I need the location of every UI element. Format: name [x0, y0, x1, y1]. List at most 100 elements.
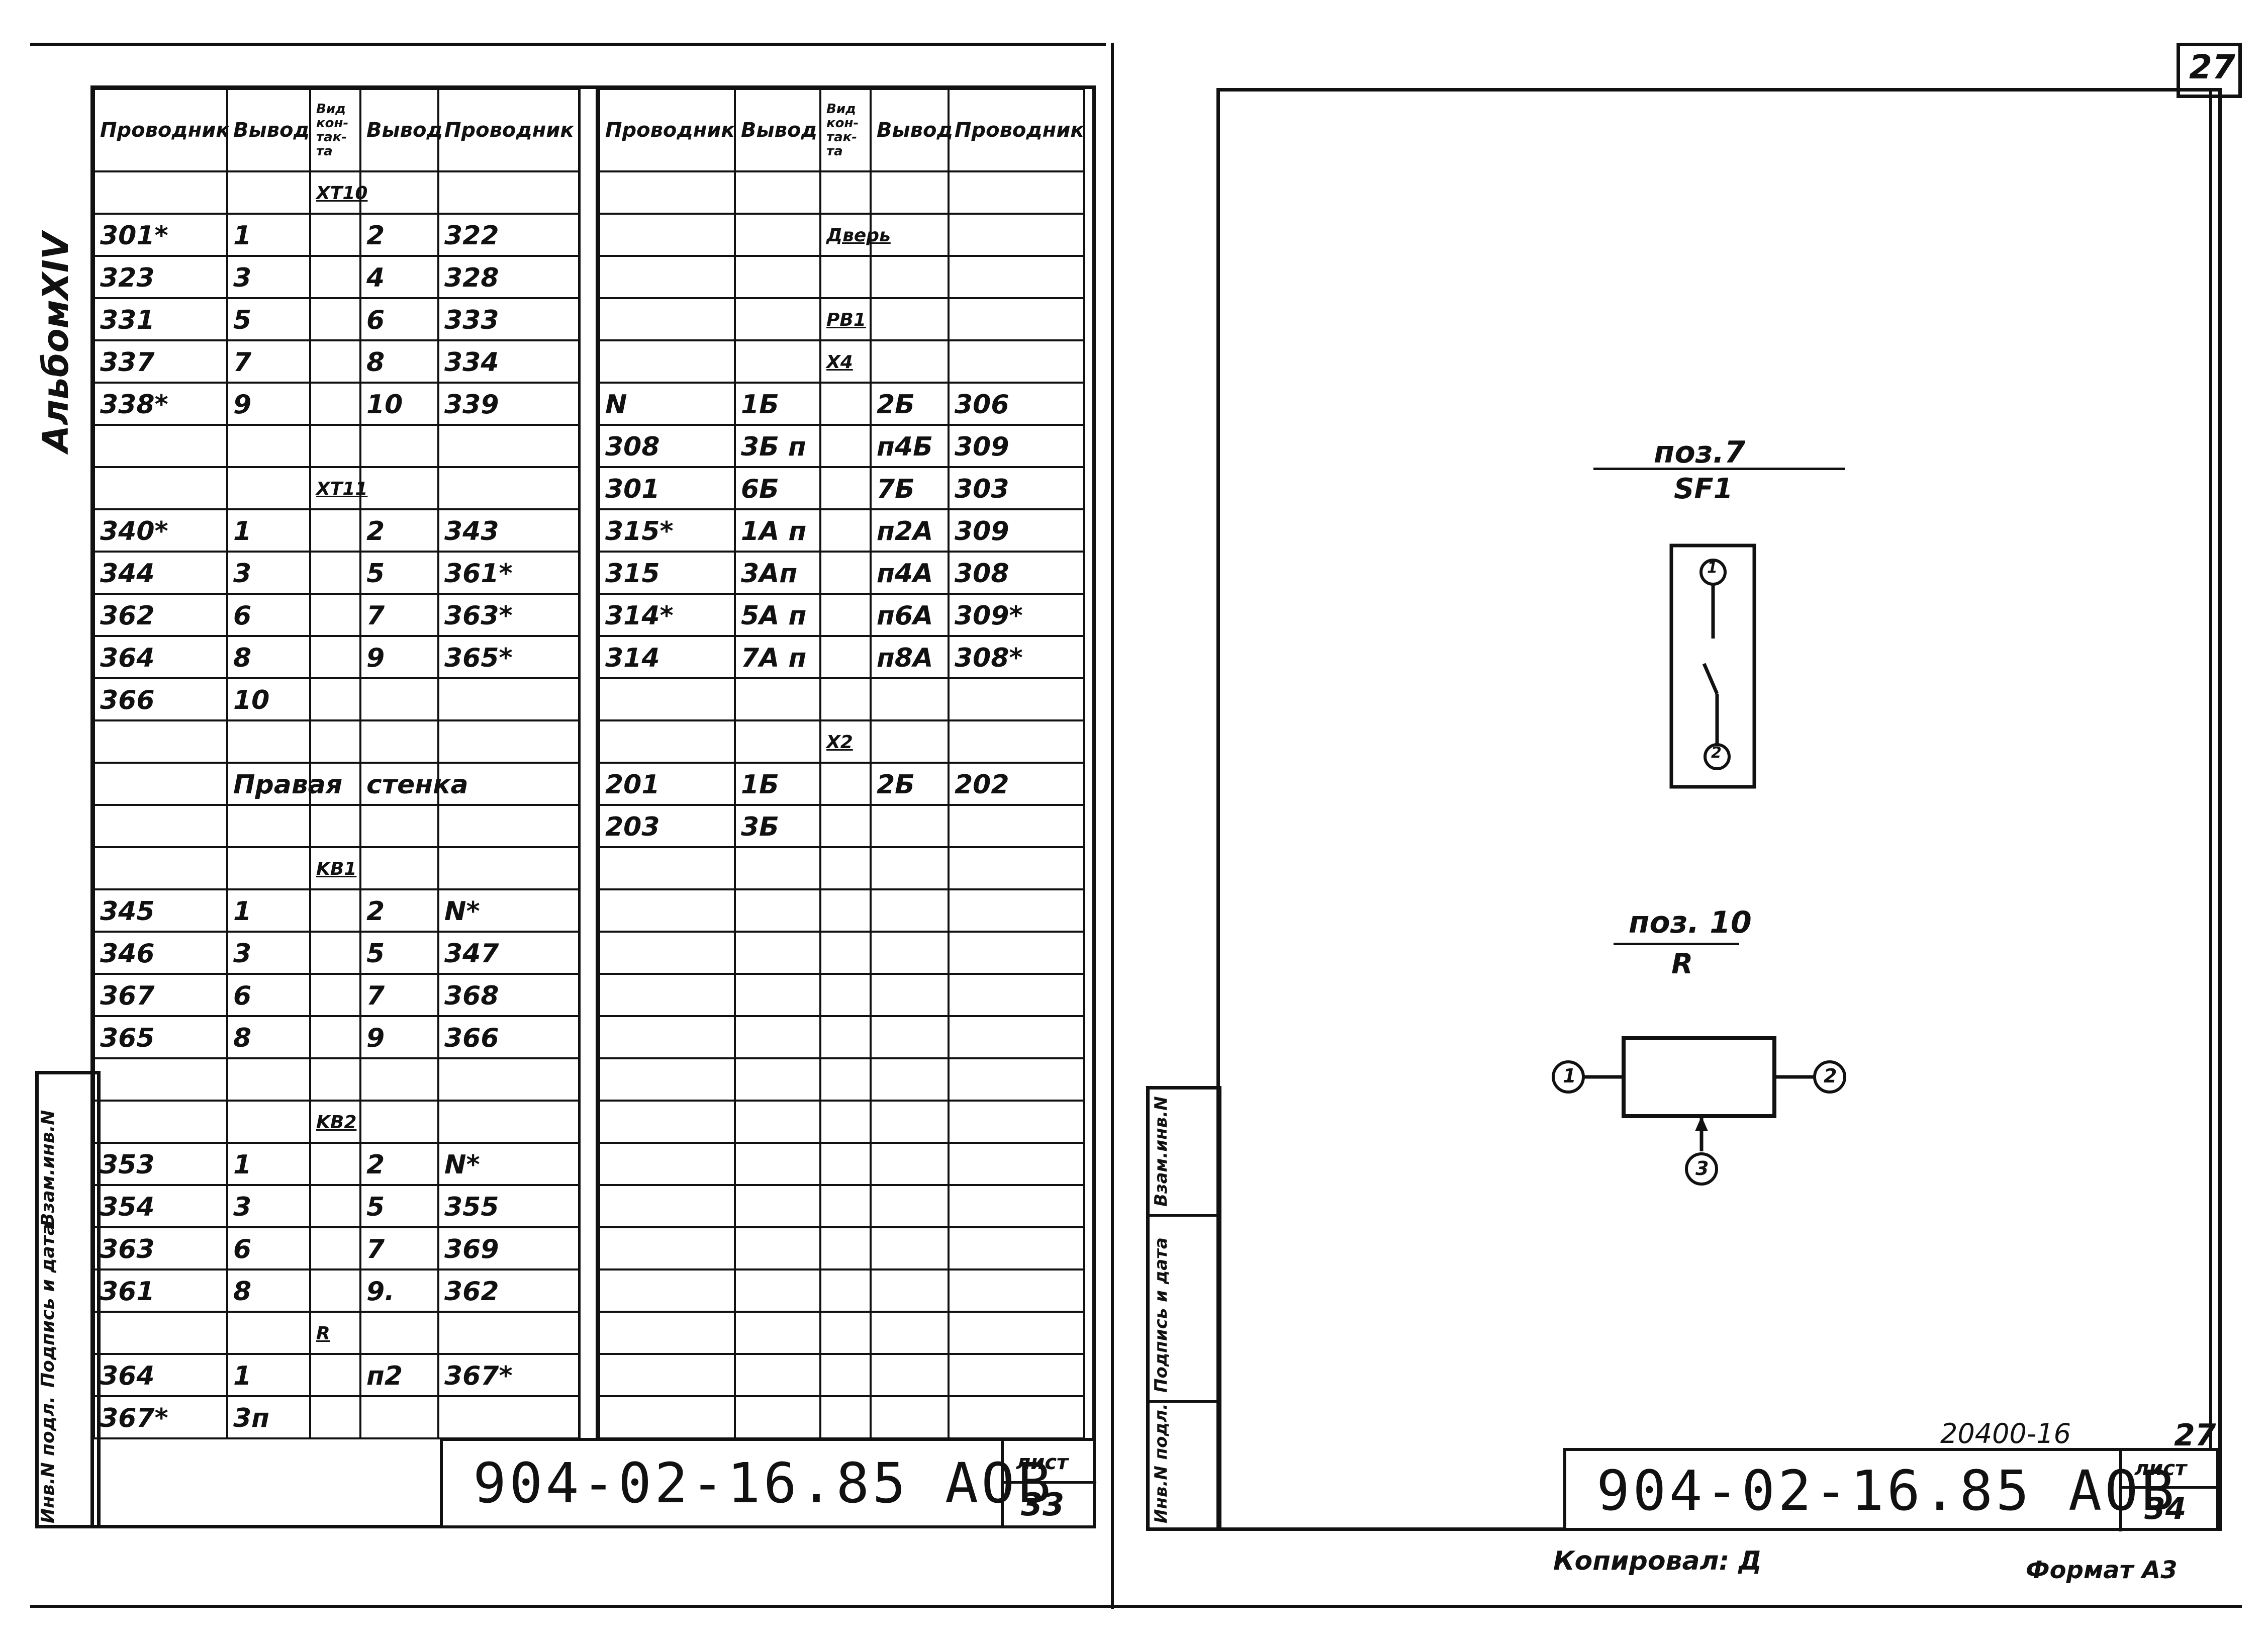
left-table-cell: 3	[226, 931, 311, 975]
bottom-rule	[30, 1605, 2242, 1608]
left-table-cell: 9	[359, 635, 439, 679]
left-table-cell	[309, 1353, 361, 1397]
left-table-cell	[359, 719, 439, 764]
right-side-stamp-div2	[1146, 1400, 1221, 1403]
left-table-cell: 6	[359, 297, 439, 341]
left-table-cell	[309, 1015, 361, 1059]
right-table-cell	[819, 424, 872, 468]
right-table-cell	[819, 804, 872, 848]
right-table-cell: X4	[819, 339, 872, 384]
right-table-cell	[598, 1395, 736, 1439]
left-table-cell	[309, 593, 361, 637]
left-table-row: KB2	[93, 1100, 580, 1144]
right-table-cell	[870, 846, 950, 890]
right-table-cell	[819, 466, 872, 510]
left-table-cell: 6	[226, 973, 311, 1017]
sf1-pin2: 2	[1711, 744, 1722, 762]
left-table-cell	[226, 719, 311, 764]
right-table-cell	[948, 339, 1085, 384]
left-table-cell: 345	[93, 888, 228, 933]
left-table-header-cell: Вид кон- так- та	[309, 88, 361, 172]
right-table-cell	[819, 593, 872, 637]
left-table-cell	[226, 466, 311, 510]
table-gap-line	[578, 88, 581, 1440]
right-table-cell	[598, 297, 736, 341]
right-table-cell	[734, 255, 821, 299]
right-table-cell	[870, 213, 950, 257]
left-table-cell	[309, 719, 361, 764]
left-table-cell	[437, 1395, 580, 1439]
right-table-cell	[598, 1226, 736, 1270]
sf1-pin1: 1	[1707, 559, 1718, 577]
left-table-row	[93, 1057, 580, 1102]
left-table-cell	[359, 466, 439, 510]
right-table-cell	[819, 1353, 872, 1397]
right-table-row: PB1	[598, 297, 1085, 341]
right-table-header-cell: Вид кон- так- та	[819, 88, 872, 172]
right-table-cell: 201	[598, 762, 736, 806]
left-table-cell	[359, 677, 439, 721]
left-table-row: XT10	[93, 170, 580, 215]
left-table-cell: 1	[226, 888, 311, 933]
right-stamp-ref-no: 27	[2174, 1418, 2216, 1453]
pos7-rule	[1593, 468, 1845, 470]
right-table-cell: п4Б	[870, 424, 950, 468]
right-table-cell	[948, 1226, 1085, 1270]
right-table-cell: 303	[948, 466, 1085, 510]
right-table-cell: 7Б	[870, 466, 950, 510]
left-table-cell	[359, 804, 439, 848]
left-table-cell: KB1	[309, 846, 361, 890]
left-table-cell	[437, 1311, 580, 1355]
right-table-cell	[734, 1226, 821, 1270]
right-table-cell	[598, 170, 736, 215]
left-table-cell	[437, 170, 580, 215]
pos10-rule	[1614, 943, 1739, 945]
left-table-cell: 365*	[437, 635, 580, 679]
right-table-cell	[870, 888, 950, 933]
right-table-header-cell: Вывод	[734, 88, 821, 172]
left-table-cell	[309, 1057, 361, 1102]
left-table-cell	[309, 508, 361, 553]
left-table-cell: 4	[359, 255, 439, 299]
left-table-cell: Правая	[226, 762, 342, 806]
right-table-cell	[734, 931, 821, 975]
right-table-cell	[598, 719, 736, 764]
right-table-cell	[948, 1311, 1085, 1355]
right-table-row	[598, 1311, 1085, 1355]
right-table-cell	[870, 931, 950, 975]
right-table-row	[598, 170, 1085, 215]
right-side-label-sign: Подпись и дата	[1151, 1237, 1171, 1393]
left-table-cell: 2	[359, 213, 439, 257]
right-table-cell	[734, 846, 821, 890]
right-table-cell	[598, 1184, 736, 1228]
left-table-cell: 2	[359, 1142, 439, 1186]
right-table-cell: 306	[948, 382, 1085, 426]
left-table-cell: 7	[359, 593, 439, 637]
right-table-cell: Дверь	[819, 213, 891, 257]
right-table-row	[598, 1057, 1085, 1102]
left-table-cell: 367	[93, 973, 228, 1017]
left-table-cell	[309, 1268, 361, 1313]
left-table-cell: 9	[226, 382, 311, 426]
right-table-cell	[870, 1311, 950, 1355]
pos10-name: R	[1671, 948, 1693, 980]
right-table-cell	[870, 1353, 950, 1397]
right-table-cell: 2Б	[870, 762, 950, 806]
left-table-cell: 367*	[437, 1353, 580, 1397]
right-table-cell	[598, 1142, 736, 1186]
left-table-cell: 353	[93, 1142, 228, 1186]
resistor-r-symbol	[1552, 1036, 1846, 1186]
right-table-cell	[819, 1015, 872, 1059]
left-table-header-cell: Вывод	[359, 88, 443, 172]
right-table-cell: 309	[948, 424, 1085, 468]
right-table-cell	[598, 931, 736, 975]
right-table-cell: 7А п	[734, 635, 821, 679]
right-table-cell	[948, 888, 1085, 933]
left-table-cell	[93, 466, 228, 510]
right-table-cell	[734, 1100, 821, 1144]
left-table-cell: N*	[437, 1142, 580, 1186]
right-table-row	[598, 1015, 1085, 1059]
